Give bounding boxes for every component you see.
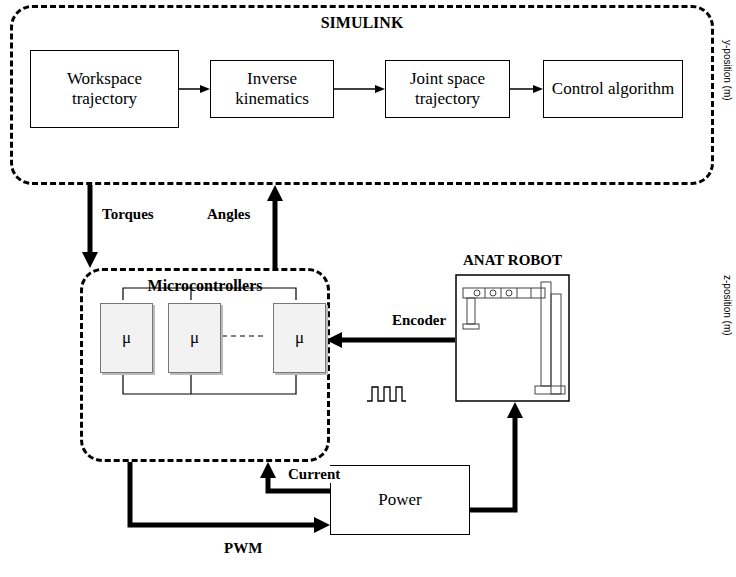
flow-arrow [179,88,206,90]
process-box: Control algorithm [543,60,683,118]
microcontroller-region: Microcontrollers μ μ μ [80,268,330,462]
arrow-head [90,267,91,268]
flow-arrow [510,88,539,90]
signal-arrow [336,338,455,343]
robot-illustration [455,274,570,402]
box-label: μ [295,328,304,348]
signal-label: PWM [222,540,264,557]
flow-arrow [334,88,381,90]
box-label: Control algorithm [552,79,674,99]
microcontroller-chip: μ [100,303,153,373]
process-box: Workspace trajectory [30,50,179,128]
region-title: Microcontrollers [83,277,327,295]
axis-label: y-position (m) [722,40,733,101]
encoder-pulse-symbol [367,387,406,401]
robot-figure: ANAT ROBOT [455,252,570,402]
signal-arrow [273,195,278,268]
box-label: μ [122,328,131,348]
axis-label: z-position (m) [722,275,733,336]
microcontroller-chip: μ [168,303,221,373]
box-label: μ [190,328,199,348]
microcontroller-chip: μ [273,303,326,373]
signal-label: Torques [100,206,156,223]
arrow-head [275,185,276,186]
signal-arrow [470,412,515,510]
region-title: SIMULINK [13,14,711,32]
signal-arrow [88,185,93,258]
robot-label: ANAT ROBOT [445,252,580,269]
signal-label: Encoder [390,312,448,329]
process-box: Joint space trajectory [385,60,510,118]
power-box: Power [330,465,470,535]
signal-label: Angles [205,206,252,223]
simulink-region: SIMULINK Workspace trajectory Inverse kine… [10,5,714,185]
box-label: Power [378,490,421,510]
box-label: Workspace trajectory [37,69,172,110]
box-label: Joint space trajectory [392,69,503,110]
signal-label: Current [286,466,342,483]
arrow-head [515,402,516,403]
process-box: Inverse kinematics [210,60,334,118]
arrow-head [326,340,327,341]
box-label: Inverse kinematics [217,69,327,110]
arrow-head [268,462,269,463]
